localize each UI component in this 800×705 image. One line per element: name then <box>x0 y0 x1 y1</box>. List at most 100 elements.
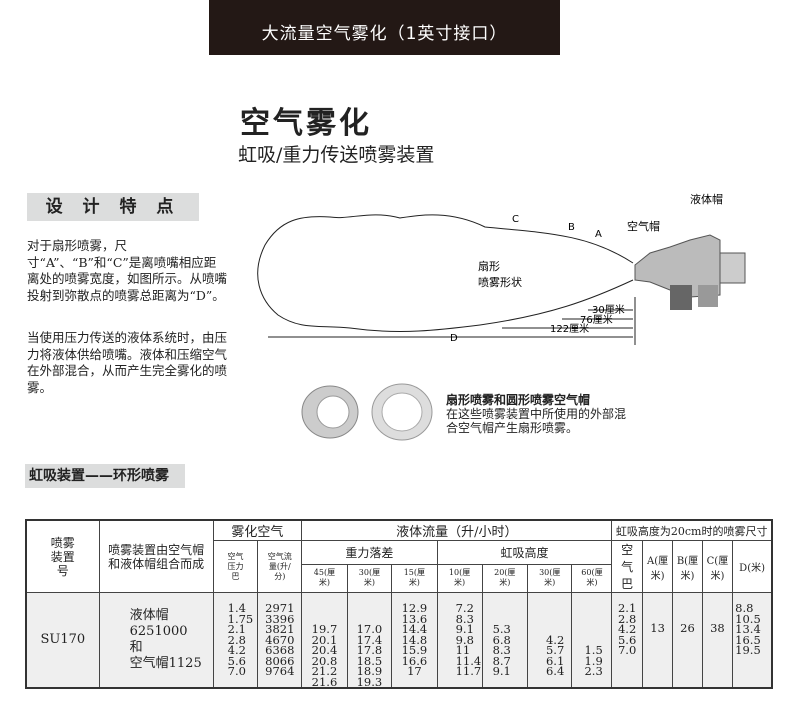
header-combo: 喷雾装置由空气帽和液体帽组合而成 <box>98 519 214 593</box>
value: 19.5 <box>735 643 761 657</box>
value: 19.3 <box>356 674 383 689</box>
value: 5.6 <box>227 653 246 668</box>
label-c: C <box>512 214 519 225</box>
value: 15.9 <box>401 643 428 657</box>
value <box>584 603 611 614</box>
value <box>546 614 572 625</box>
value: 5.6 <box>617 632 637 647</box>
value: 7.2 <box>455 601 474 615</box>
value: 4.2 <box>545 632 565 647</box>
header-s10: 10(厘米) <box>436 563 483 594</box>
value: 1.75 <box>227 611 254 626</box>
cell-a: 13 <box>641 592 674 689</box>
value <box>493 603 527 614</box>
header-b: B(厘米) <box>672 540 703 593</box>
value: 21.6 <box>311 674 338 689</box>
value: 11.4 <box>455 653 482 668</box>
value: 2.3 <box>584 664 603 678</box>
value: 4.2 <box>617 622 637 636</box>
combo-air-cap: 空气帽1125 <box>129 656 202 671</box>
value: 1.9 <box>584 653 603 668</box>
header-air-bar: 空气巴 <box>611 540 643 593</box>
cell-c: 38 <box>701 592 734 689</box>
combo-and: 和 <box>129 640 143 655</box>
value: 7.0 <box>617 643 637 657</box>
value: 9.1 <box>492 664 511 678</box>
value: 6.1 <box>545 653 565 668</box>
value: 17 <box>407 664 422 678</box>
value: 13.6 <box>401 611 428 626</box>
value: 1.4 <box>227 601 246 615</box>
value: 9764 <box>265 664 295 678</box>
value: 20.4 <box>311 643 338 657</box>
header-g15: 15(厘米) <box>391 563 438 594</box>
header-d: D(米) <box>732 540 773 593</box>
value: 14.8 <box>401 632 428 647</box>
header-spray-size: 虹吸高度为20cm时的喷雾尺寸 <box>611 519 773 541</box>
value: 21.2 <box>311 664 338 678</box>
header-siphon: 虹吸高度 <box>436 540 613 565</box>
header-s20: 20(厘米) <box>481 563 528 594</box>
caption-text: 在这些喷雾装置中所使用的外部混合空气帽产生扇形喷雾。 <box>446 407 627 435</box>
value: 5.3 <box>492 622 511 636</box>
siphon-section-heading: 虹吸装置——环形喷雾 <box>25 464 185 488</box>
value: 8.3 <box>492 643 511 657</box>
value: 16.5 <box>735 632 761 647</box>
cell-b: 26 <box>672 592 703 689</box>
value: 6.8 <box>492 632 511 647</box>
page-subtitle: 虹吸/重力传送喷雾装置 <box>238 144 435 166</box>
value: 17.0 <box>356 622 383 636</box>
label-b: B <box>568 222 575 233</box>
value: 9.8 <box>455 632 474 647</box>
header-g30: 30(厘米) <box>346 563 393 594</box>
value: 11 <box>455 643 471 657</box>
spray-shape <box>257 214 634 332</box>
label-30cm: 30厘米 <box>592 303 625 316</box>
label-fan: 扇形 <box>478 259 500 273</box>
value <box>546 603 572 614</box>
value: 17.4 <box>356 632 383 647</box>
value: 9.1 <box>455 622 474 636</box>
design-paragraph-1: 对于扇形喷雾，尺寸“A”、“B”和“C”是离喷嘴相应距离处的喷雾宽度，如图所示。… <box>27 238 228 303</box>
value: 19.7 <box>311 622 338 636</box>
value: 2.8 <box>617 611 637 626</box>
header-air-pressure: 空气压力巴 <box>212 540 259 593</box>
value: 20.1 <box>311 632 338 647</box>
value: 14.4 <box>401 622 428 636</box>
header-gravity: 重力落差 <box>301 540 438 565</box>
spray-diagram: C B A 扇形 喷雾形状 空气帽 液体帽 D 122厘米 76厘米 30厘米 <box>257 192 746 345</box>
label-76cm: 76厘米 <box>580 313 613 326</box>
value: 4.2 <box>227 643 246 657</box>
value: 1.5 <box>584 643 603 657</box>
value: 5.7 <box>545 643 565 657</box>
header-air-flow: 空气流量(升/分) <box>257 540 303 593</box>
value: 8.8 <box>735 601 754 615</box>
header-model: 喷雾装置号 <box>25 519 100 593</box>
label-d: D <box>450 333 458 344</box>
value: 6368 <box>265 643 295 657</box>
value: 8066 <box>265 653 295 668</box>
label-spray-shape: 喷雾形状 <box>478 275 522 289</box>
air-cap-caption: 扇形喷雾和圆形喷雾空气帽 在这些喷雾装置中所使用的外部混合空气帽产生扇形喷雾。 <box>446 393 626 435</box>
value: 4670 <box>265 632 295 647</box>
spec-table: 喷雾装置号 喷雾装置由空气帽和液体帽组合而成 雾化空气 液体流量（升/小时） 虹… <box>25 519 773 689</box>
header-s30: 30(厘米) <box>526 563 573 594</box>
design-features-heading: 设 计 特 点 <box>27 193 199 221</box>
label-a: A <box>595 229 602 240</box>
value: 3821 <box>265 622 295 636</box>
value: 2.1 <box>227 622 246 636</box>
value <box>584 614 611 625</box>
value: 18.5 <box>356 653 383 668</box>
nozzle-icon <box>634 234 746 310</box>
banner-title: 大流量空气雾化（1英寸接口） <box>209 0 560 55</box>
value: 2.8 <box>227 632 246 647</box>
